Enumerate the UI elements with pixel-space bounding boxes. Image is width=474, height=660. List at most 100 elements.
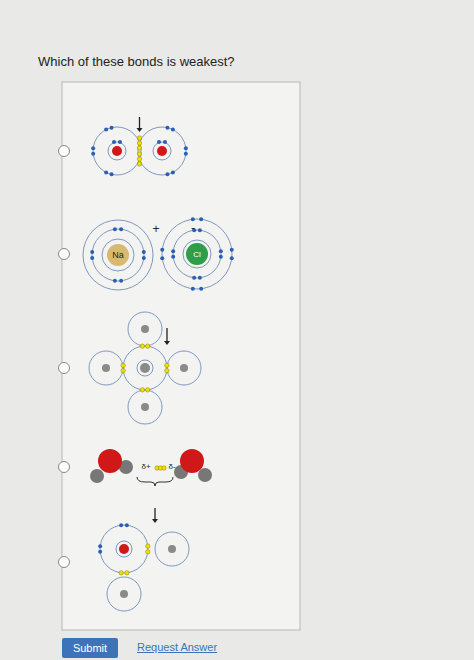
electron — [171, 170, 175, 174]
nucleus — [90, 469, 104, 483]
node-text: Cl — [193, 250, 201, 259]
electron — [165, 126, 169, 130]
electron — [199, 287, 203, 291]
pointer-arrowhead — [152, 519, 158, 523]
electron — [119, 571, 123, 575]
electron-shell — [153, 142, 171, 160]
electron — [230, 248, 234, 252]
electron — [104, 170, 108, 174]
electron — [157, 140, 161, 144]
electron — [137, 162, 141, 166]
electron — [137, 146, 141, 150]
electron-shell — [128, 312, 162, 346]
electron — [125, 571, 129, 575]
electron-shell — [93, 127, 141, 175]
electron — [199, 217, 203, 221]
electron — [137, 141, 141, 145]
electron — [90, 256, 94, 260]
node-text: Submit — [73, 642, 107, 654]
electron — [91, 152, 95, 156]
nucleus — [198, 468, 212, 482]
electron — [125, 523, 129, 527]
radio-button — [59, 363, 70, 374]
electron — [137, 136, 141, 140]
partial-charge: δ- — [168, 462, 175, 471]
sodium-atom: Na — [107, 244, 129, 266]
electron-shell — [162, 219, 232, 289]
question-title: Which of these bonds is weakest? — [38, 54, 235, 69]
radio-button — [59, 249, 70, 260]
charge-sign: - — [191, 221, 195, 235]
electron — [191, 217, 195, 221]
electron-shell — [123, 346, 167, 390]
partial-charge: δ+ — [141, 462, 150, 471]
node-text: Na — [112, 250, 124, 260]
electron — [112, 140, 116, 144]
electron — [162, 466, 166, 470]
chlorine-atom: Cl — [186, 243, 208, 265]
bond-bracket — [137, 477, 173, 486]
electron — [110, 172, 114, 176]
electron — [171, 128, 175, 132]
pointer-arrowhead — [164, 341, 170, 345]
electron-shell — [83, 220, 153, 290]
submit-button: Submit — [62, 638, 118, 658]
electron — [198, 276, 202, 280]
electron-shell — [183, 240, 211, 268]
electron — [163, 140, 167, 144]
nucleus — [141, 403, 149, 411]
electron-shell — [137, 360, 153, 376]
electron-shell — [100, 525, 148, 573]
nucleus — [168, 545, 176, 553]
electron — [146, 544, 150, 548]
electron — [198, 228, 202, 232]
pointer-arrowhead — [137, 128, 143, 132]
electron-shell — [92, 229, 144, 281]
electron — [110, 126, 114, 130]
electron — [119, 279, 123, 283]
electron — [119, 523, 123, 527]
electron — [140, 388, 144, 392]
radio-button — [59, 557, 70, 568]
nucleus — [180, 364, 188, 372]
electron — [104, 128, 108, 132]
electron — [91, 146, 95, 150]
nucleus — [102, 364, 110, 372]
nucleus — [141, 325, 149, 333]
electron — [160, 248, 164, 252]
nucleus — [120, 590, 128, 598]
electron-shell — [89, 351, 123, 385]
electron — [184, 146, 188, 150]
electron — [219, 249, 223, 253]
nucleus — [157, 146, 167, 156]
electron-shell — [116, 541, 132, 557]
electron-shell — [173, 230, 221, 278]
electron — [121, 368, 125, 372]
electron — [165, 368, 169, 372]
electron — [118, 140, 122, 144]
electron — [165, 172, 169, 176]
electron-shell — [167, 351, 201, 385]
electron — [142, 250, 146, 254]
electron — [145, 388, 149, 392]
electron — [165, 363, 169, 367]
electron — [145, 344, 149, 348]
electron — [146, 550, 150, 554]
charge-sign: + — [152, 222, 159, 236]
electron — [98, 550, 102, 554]
electron — [219, 255, 223, 259]
electron-shell — [107, 577, 141, 611]
nucleus — [112, 146, 122, 156]
pointer-arrow — [166, 328, 167, 342]
nucleus — [180, 449, 204, 473]
request-answer-link: Request Answer — [137, 641, 217, 653]
electron — [191, 287, 195, 291]
electron — [160, 256, 164, 260]
electron-shell — [108, 142, 126, 160]
electron — [171, 249, 175, 253]
electron — [121, 363, 125, 367]
electron — [192, 276, 196, 280]
nucleus — [98, 449, 122, 473]
electron-shell — [102, 239, 134, 271]
pointer-arrow — [139, 117, 140, 129]
